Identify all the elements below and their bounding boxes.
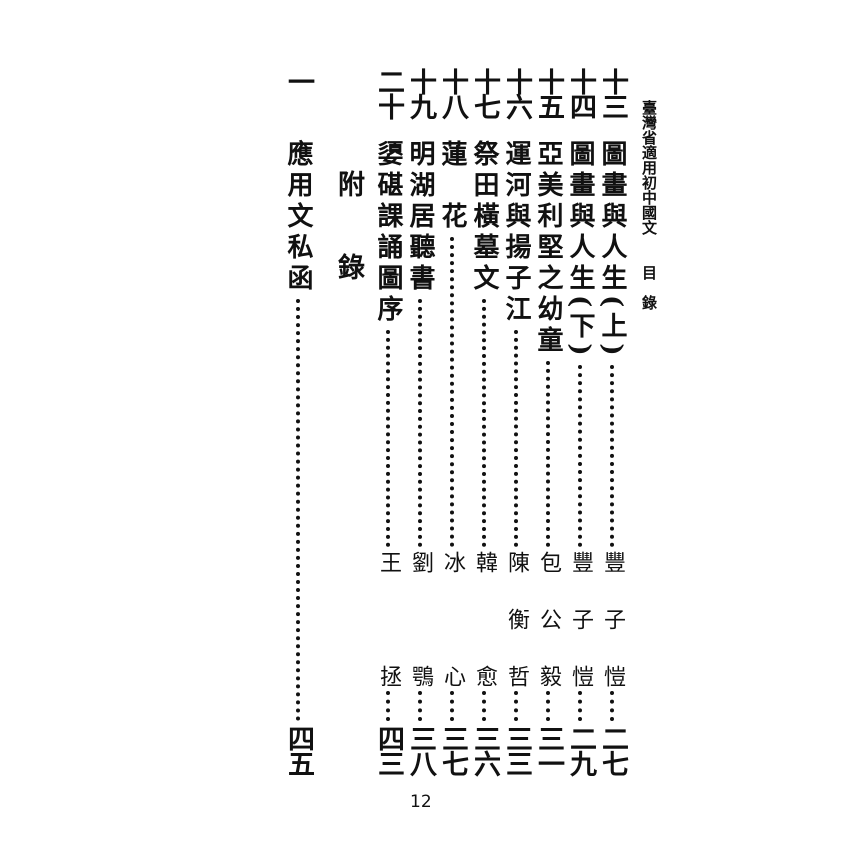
toc-entry[interactable]: 十三 圖畫與人生(上) 豐子愷 二七 — [596, 68, 628, 780]
entry-author: 劉鶚 — [408, 551, 433, 687]
dot-leader — [450, 691, 454, 721]
dot-leader — [610, 364, 614, 547]
entry-page: 三八 — [405, 725, 436, 775]
entry-title: 圖畫與人生(下) — [565, 140, 595, 361]
toc-entry[interactable]: 二十 嬃碪課誦圖序 王拯 四三 — [372, 68, 404, 780]
book-title: 臺灣省適用初中國文 — [640, 100, 658, 235]
section-title: 目 錄 — [640, 265, 658, 310]
toc-entry[interactable]: 十九 明湖居聽書 劉鶚 三八 — [404, 68, 436, 780]
entry-page: 二七 — [597, 725, 628, 775]
entry-number: 十九 — [405, 68, 436, 118]
entry-author: 包公毅 — [536, 551, 561, 687]
dot-leader — [386, 691, 390, 721]
toc-entry[interactable]: 十四 圖畫與人生(下) 豐子愷 二九 — [564, 68, 596, 780]
entry-author: 王拯 — [376, 551, 401, 687]
dot-leader — [296, 299, 300, 721]
entry-page: 三三 — [501, 725, 532, 775]
entry-page: 四五 — [283, 725, 314, 775]
entry-number: 十三 — [597, 68, 628, 118]
entry-title: 應用文私函 — [283, 140, 313, 295]
entry-author: 韓愈 — [472, 551, 497, 687]
dot-leader — [482, 691, 486, 721]
entry-page: 三六 — [469, 725, 500, 775]
toc-entry[interactable]: 十六 運河與揚子江 陳衡哲 三三 — [500, 68, 532, 780]
entry-number: 十四 — [565, 68, 596, 118]
dot-leader — [386, 330, 390, 547]
entry-page: 三七 — [437, 725, 468, 775]
entry-title: 明湖居聽書 — [405, 140, 435, 295]
entry-title: 運河與揚子江 — [501, 140, 531, 326]
toc-entry[interactable]: 十八 蓮 花 冰心 三七 — [436, 68, 468, 780]
dot-leader — [482, 299, 486, 547]
page-number: 12 — [410, 792, 432, 812]
dot-leader — [578, 691, 582, 721]
entry-page: 二九 — [565, 725, 596, 775]
entry-title: 圖畫與人生(上) — [597, 140, 627, 361]
dot-leader — [546, 361, 550, 547]
dot-leader — [450, 237, 454, 547]
entry-author: 陳衡哲 — [504, 551, 529, 687]
entry-page: 四三 — [373, 725, 404, 775]
entry-author: 豐子愷 — [568, 551, 593, 687]
appendix-heading: 附 錄 — [333, 170, 364, 280]
entry-title: 嬃碪課誦圖序 — [373, 140, 403, 326]
entry-page: 三一 — [533, 725, 564, 775]
dot-leader — [514, 330, 518, 547]
entry-number: 十八 — [437, 68, 468, 118]
entry-title: 祭田橫墓文 — [469, 140, 499, 295]
entry-number: 二十 — [373, 68, 404, 118]
dot-leader — [418, 691, 422, 721]
toc-entry[interactable]: 十七 祭田橫墓文 韓愈 三六 — [468, 68, 500, 780]
entry-title: 亞美利堅之幼童 — [533, 140, 563, 357]
entry-number: 一 — [283, 68, 314, 93]
entry-author: 冰心 — [440, 551, 465, 687]
dot-leader — [546, 691, 550, 721]
entry-title: 蓮 花 — [437, 140, 467, 233]
dot-leader — [514, 691, 518, 721]
entry-number: 十七 — [469, 68, 500, 118]
appendix-entry[interactable]: 一 應用文私函 四五 — [282, 68, 314, 780]
dot-leader — [610, 691, 614, 721]
entry-number: 十五 — [533, 68, 564, 118]
entry-author: 豐子愷 — [600, 551, 625, 687]
entry-number: 十六 — [501, 68, 532, 118]
toc-entry[interactable]: 十五 亞美利堅之幼童 包公毅 三一 — [532, 68, 564, 780]
dot-leader — [578, 364, 582, 547]
dot-leader — [418, 299, 422, 547]
running-header: 臺灣省適用初中國文 目 錄 — [636, 100, 660, 310]
